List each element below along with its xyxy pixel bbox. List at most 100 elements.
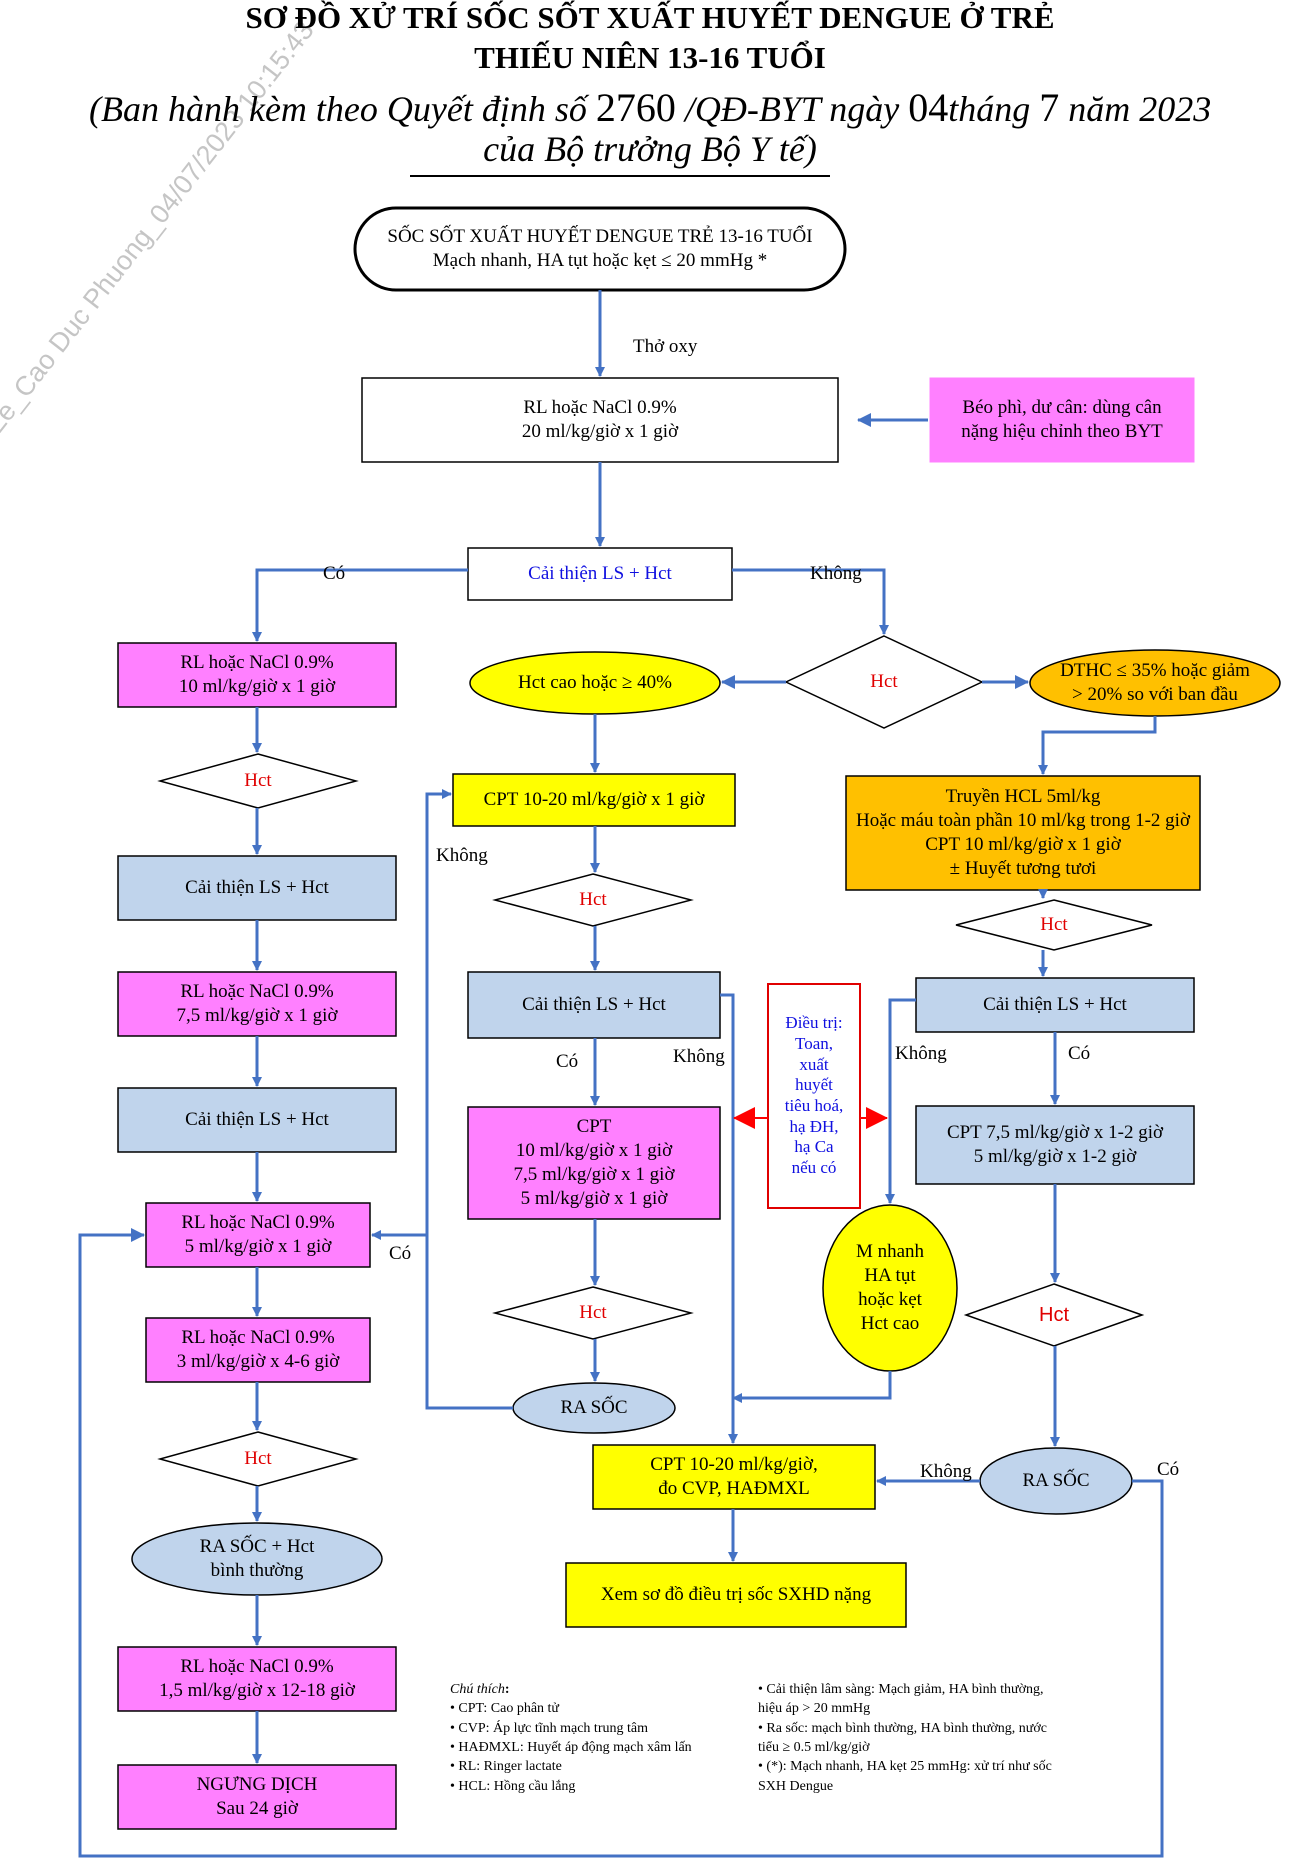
mid-hct-2-shape (492, 1286, 694, 1340)
left-improve-2-shape (117, 855, 397, 921)
flow-edges (78, 290, 1164, 1858)
legend-item: • (*): Mạch nhanh, HA kẹt 25 mmHg: xử tr… (758, 1759, 1052, 1775)
node-text-line: Truyền HCL 5ml/kg (945, 785, 1101, 807)
node-text-line: Sau 24 giờ (216, 1798, 298, 1819)
title-line-2: THIẾU NIÊN 13-16 TUỔI (474, 40, 826, 75)
left-hct-2-node: Hct (244, 1448, 272, 1469)
improve-1-shape (467, 547, 733, 601)
treat-note-shape (767, 983, 861, 1209)
arrow-persist-to-cptcvp (732, 1371, 892, 1403)
label-yes-mid: Có (556, 1051, 579, 1072)
legend-item: SXH Dengue (758, 1778, 834, 1794)
label-no-out: Không (920, 1461, 972, 1482)
node-text-line: CPT 7,5 ml/kg/giờ x 1-2 giờ (946, 1121, 1164, 1143)
left-improve-3-node: Cải thiện LS + Hct (118, 1088, 396, 1152)
legend-heading: Chú thích: (450, 1682, 510, 1697)
right-improve-shape (915, 977, 1195, 1033)
node-text-line: 10 ml/kg/giờ x 1 giờ (178, 676, 336, 697)
legend-item: • CVP: Áp lực tĩnh mạch trung tâm (450, 1720, 648, 1736)
node-text-line: SỐC SỐT XUẤT HUYẾT DENGUE TRẺ 13-16 TUỔI (387, 225, 813, 247)
subtitle-line-2: của Bộ trưởng Bộ Y tế) (483, 129, 817, 169)
node-text-line: hạ ĐH, (789, 1116, 839, 1136)
legend-item: • RL: Ringer lactate (450, 1759, 562, 1775)
left-fluid-75-shape (117, 971, 397, 1037)
node-text-line: xuất (799, 1054, 829, 1074)
subtitle-part-2: /QĐ-BYT ngày (675, 89, 909, 129)
right-hct-2-node: Hct (1039, 1303, 1069, 1326)
node-text-line: CPT (576, 1115, 612, 1137)
legend-item: • HAĐMXL: Huyết áp động mạch xâm lấn (450, 1739, 692, 1755)
legend-item: tiểu ≥ 0.5 ml/kg/giờ (758, 1739, 870, 1755)
label-oxygen: Thở oxy (633, 336, 698, 357)
legend-definitions: • Cải thiện lâm sàng: Mạch giảm, HA bình… (758, 1680, 1052, 1796)
legend-item: • Cải thiện lâm sàng: Mạch giảm, HA bình… (758, 1682, 1044, 1697)
obese-note-shape (929, 377, 1195, 463)
node-text-line: HA tụt (864, 1264, 916, 1286)
node-text-line: huyết (795, 1075, 833, 1095)
hct-high-node: Hct cao hoặc ≥ 40% (470, 652, 720, 714)
node-text-line: 5 ml/kg/giờ x 1 giờ (184, 1236, 332, 1257)
left-fluid-75-node: RL hoặc NaCl 0.9%7,5 ml/kg/giờ x 1 giờ (118, 972, 396, 1036)
node-text-line: hạ Ca (794, 1137, 834, 1157)
node-text-line: 7,5 ml/kg/giờ x 1 giờ (513, 1164, 675, 1185)
node-text-line: hoặc kẹt (858, 1289, 922, 1310)
center-hct-shape (784, 635, 984, 729)
subtitle-line-1: (Ban hành kèm theo Quyết định số 2760 /Q… (89, 84, 1211, 131)
legend-item: hiệu áp > 20 mmHg (758, 1701, 871, 1717)
right-improve-node: Cải thiện LS + Hct (916, 978, 1194, 1032)
node-text-line: CPT 10-20 ml/kg/giờ, (650, 1453, 818, 1475)
node-text-line: Mạch nhanh, HA tụt hoặc kẹt ≤ 20 mmHg * (432, 250, 768, 271)
arrow-dthc-to-transfusion (1038, 716, 1157, 775)
node-text-line: 5 ml/kg/giờ x 1-2 giờ (973, 1146, 1137, 1167)
label-yes-improve: Có (323, 563, 346, 584)
stop-fluid-node: NGƯNG DỊCH Sau 24 giờ (118, 1765, 396, 1829)
legend-item: • HCL: Hồng cầu lắng (450, 1778, 576, 1794)
severe-ref-node: Xem sơ đồ điều trị sốc SXHD nặng (566, 1563, 906, 1627)
left-improve-2-node: Cải thiện LS + Hct (118, 856, 396, 920)
node-text-line: RL hoặc NaCl 0.9% (181, 1326, 335, 1348)
node-text-line: Xem sơ đồ điều trị sốc SXHD nặng (600, 1583, 872, 1605)
document-header: SƠ ĐỒ XỬ TRÍ SỐC SỐT XUẤT HUYẾT DENGUE Ở… (0, 0, 1300, 175)
mid-cpt-steps-shape (467, 1106, 721, 1220)
arrow-improve-yes-left (252, 568, 468, 642)
label-no-loop: Không (436, 845, 488, 866)
left-hct-1-node: Hct (244, 770, 272, 791)
node-text-line: NGƯNG DỊCH (196, 1773, 318, 1795)
left-improve-3-shape (117, 1087, 397, 1153)
center-hct-node: Hct (870, 671, 898, 692)
left-fluid-3-node: RL hoặc NaCl 0.9%3 ml/kg/giờ x 4-6 giờ (146, 1318, 370, 1382)
label-yes-loop: Có (389, 1243, 412, 1264)
left-fluid-5-node: RL hoặc NaCl 0.9%5 ml/kg/giờ x 1 giờ (146, 1203, 370, 1267)
subtitle-part-4: năm 2023 (1059, 89, 1212, 129)
node-text-line: DTHC ≤ 35% hoặc giảm (1060, 659, 1250, 681)
label-no-improve: Không (810, 563, 862, 584)
node-text-line: nếu có (791, 1158, 837, 1178)
severe-ref-shape (565, 1562, 907, 1628)
label-no-mid: Không (673, 1046, 725, 1067)
left-out-shock-node: RA SỐC + Hct bình thường (132, 1523, 382, 1595)
label-yes-right: Có (1068, 1043, 1091, 1064)
subtitle-part-3: tháng (948, 89, 1040, 129)
node-text-line: Cải thiện LS + Hct (983, 993, 1127, 1015)
node-text-line: bình thường (210, 1560, 304, 1581)
subtitle-part-1: (Ban hành kèm theo Quyết định số (89, 89, 596, 129)
node-text-line: RA SỐC + Hct (199, 1535, 315, 1557)
label-no-right: Không (895, 1043, 947, 1064)
node-text-line: Hoặc máu toàn phần 10 ml/kg trong 1-2 gi… (855, 809, 1191, 831)
initial-fluid-node: RL hoặc NaCl 0.9%20 ml/kg/giờ x 1 giờ (362, 378, 838, 462)
legend-abbreviations: Chú thích: • CPT: Cao phân tử • CVP: Áp … (450, 1680, 692, 1796)
decision-month: 7 (1039, 85, 1060, 130)
arrow-outshock-yes-loop (78, 1228, 1164, 1858)
right-hct-1-shape (955, 899, 1153, 951)
node-text-line: CPT 10 ml/kg/giờ x 1 giờ (925, 834, 1121, 855)
transfusion-shape (845, 775, 1201, 891)
node-text-line: Hct cao hoặc ≥ 40% (518, 671, 672, 693)
right-out-shock-node: RA SỐC (980, 1448, 1132, 1514)
flow-shapes (117, 206, 1281, 1830)
improve-1-node: Cải thiện LS + Hct (468, 548, 732, 600)
node-text-line: Toan, (795, 1033, 833, 1053)
cpt-cvp-shape (592, 1444, 876, 1510)
